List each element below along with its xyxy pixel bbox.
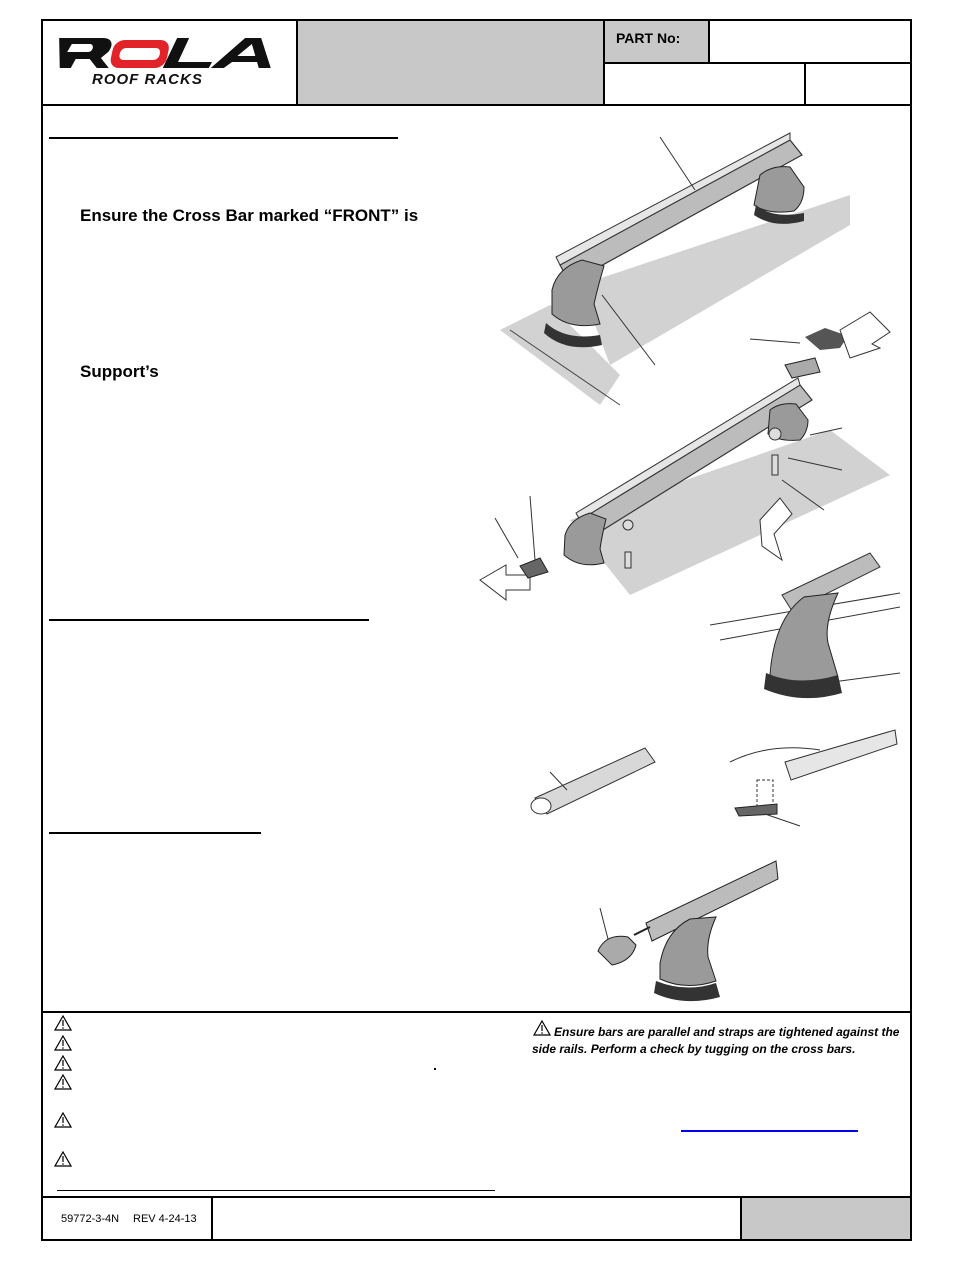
header-sep-4 [804,62,806,106]
header-divider [41,104,912,106]
warning-icon [54,1151,72,1167]
warning-icon [54,1055,72,1071]
section-1-heading-rule [49,137,398,139]
doc-code: 59772-3-4N [61,1213,120,1225]
section-2-heading-rule [49,619,369,621]
title-cell [298,21,603,104]
warning-icon [54,1035,72,1051]
page-frame [41,19,912,1241]
stray-dot [434,1068,436,1070]
part-no-label-cell [605,21,708,63]
parallel-bars-warning: Ensure bars are parallel and straps are … [532,1025,900,1056]
signature-line [57,1190,495,1192]
section-3-heading-rule [49,832,261,834]
support-foot-illustration [710,552,900,699]
footer-page-cell [742,1198,910,1239]
header-sep-1 [296,19,298,106]
rola-logo: ROOF RACKS [50,34,282,94]
header-row-line [603,62,912,64]
warning-icon [54,1112,72,1128]
header-sep-3 [708,19,710,63]
endcap-insertion-illustration [597,860,779,1002]
fitting-exploded-illustration [479,311,891,602]
website-link-underline[interactable] [681,1130,858,1132]
part-no-label: PART No: [616,30,681,46]
footer-sep-2 [740,1196,742,1241]
warning-icon [54,1015,72,1031]
footer-sep-1 [211,1196,213,1241]
revision: REV 4-24-13 [133,1213,197,1225]
warning-icon [54,1074,72,1090]
footer-divider [41,1196,912,1198]
rubber-strip-illustration [729,729,898,827]
warnings-divider [41,1011,912,1013]
warning-icon [533,1020,551,1036]
crossbar-illustration [500,132,850,406]
svg-text:ROOF RACKS: ROOF RACKS [92,71,203,88]
front-crossbar-note: Ensure the Cross Bar marked “FRONT” is [80,206,419,225]
bar-endcap-illustration [530,747,656,815]
support-note: Support’s [80,362,159,381]
